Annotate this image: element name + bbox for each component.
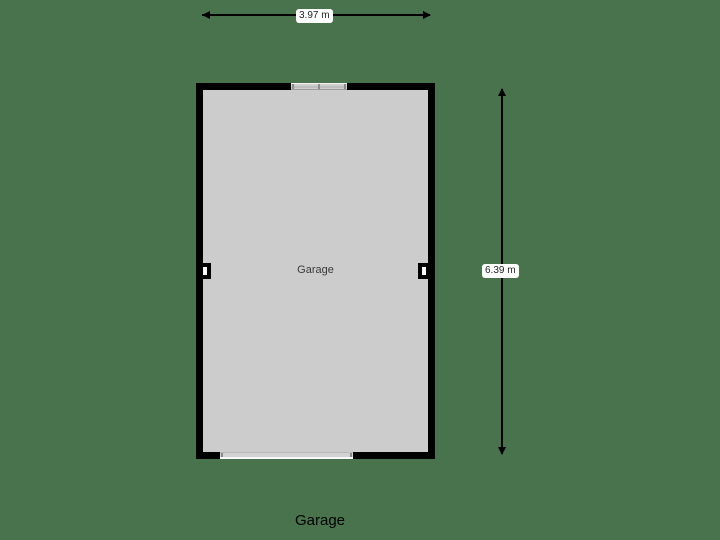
door-jamb-left (221, 453, 223, 457)
arrow-left-icon (202, 11, 210, 19)
window-mullion (318, 84, 320, 89)
pilaster-left (199, 263, 211, 279)
floorplan-title: Garage (294, 512, 346, 529)
depth-dimension-label: 6.39 m (482, 264, 519, 278)
arrow-right-icon (423, 11, 431, 19)
pilaster-right (418, 263, 430, 279)
pilaster-hole (203, 267, 207, 275)
arrow-down-icon (498, 447, 506, 455)
window-frame-left (292, 84, 294, 89)
pilaster-hole (422, 267, 426, 275)
arrow-up-icon (498, 88, 506, 96)
garage-door (220, 452, 353, 459)
door-jamb-right (350, 453, 352, 457)
window-frame-right (344, 84, 346, 89)
window-top (291, 83, 347, 90)
room-label-garage: Garage (297, 264, 334, 276)
garage-floor (203, 90, 428, 452)
width-dimension-label: 3.97 m (296, 9, 333, 23)
